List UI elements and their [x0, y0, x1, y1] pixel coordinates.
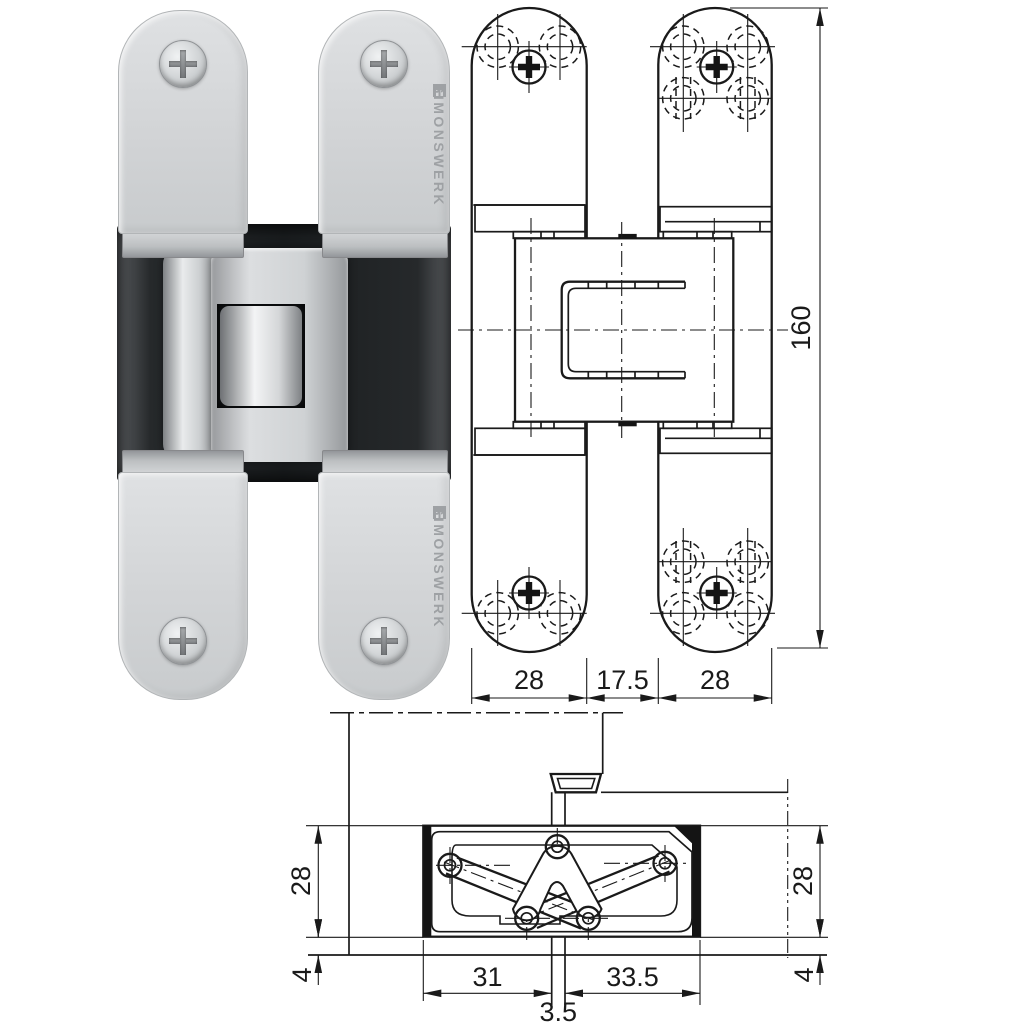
front-screws: [511, 49, 735, 611]
front-drill-holes: [476, 25, 770, 635]
screw-bottom-right: [360, 617, 408, 665]
plan-view: 28 4 28 4 31 33.5 3.5: [286, 711, 828, 1024]
dim-label-front-gap: 17.5: [596, 665, 649, 695]
dim-label-plan-lip-left: 4: [287, 967, 317, 982]
dim-label-plan-depth-left: 28: [286, 866, 316, 896]
hinge-knuckle-cylinder-inner: [220, 306, 302, 406]
plan-linkage: [436, 828, 688, 940]
dim-label-plan-depth-right: 28: [788, 866, 818, 896]
dim-label-plan-door-side: 31: [472, 962, 502, 992]
mounting-plate-top-right: [322, 230, 448, 258]
mounting-plate-bottom-right: [322, 450, 448, 476]
front-center-lines: [458, 218, 788, 442]
screw-bottom-left: [159, 617, 207, 665]
dim-label-plan-frame-side: 33.5: [606, 962, 659, 992]
dim-label-front-height: 160: [786, 305, 816, 350]
mounting-plate-bottom-left: [122, 450, 244, 476]
dim-label-plan-lip-right: 4: [789, 967, 819, 982]
plan-pivots: [437, 834, 678, 931]
screw-top-left: [159, 40, 207, 88]
front-view: 28 17.5 28 160: [458, 6, 828, 704]
plan-dimensions: 28 4 28 4 31 33.5 3.5: [286, 825, 828, 1024]
dim-label-front-width-right: 28: [700, 665, 730, 695]
plan-link-arms: [445, 854, 670, 930]
dim-label-plan-pin-gap: 3.5: [540, 997, 578, 1024]
front-case-tab-bottom: [618, 421, 637, 427]
front-case-tab-top: [618, 233, 637, 239]
screw-top-right: [360, 40, 408, 88]
hinge-photo: SIMONSWERK SIMONSWERK: [115, 8, 455, 700]
dim-label-front-width-left: 28: [514, 665, 544, 695]
plan-frame-lines: [308, 711, 827, 958]
front-dimensions: 28 17.5 28 160: [471, 7, 828, 704]
